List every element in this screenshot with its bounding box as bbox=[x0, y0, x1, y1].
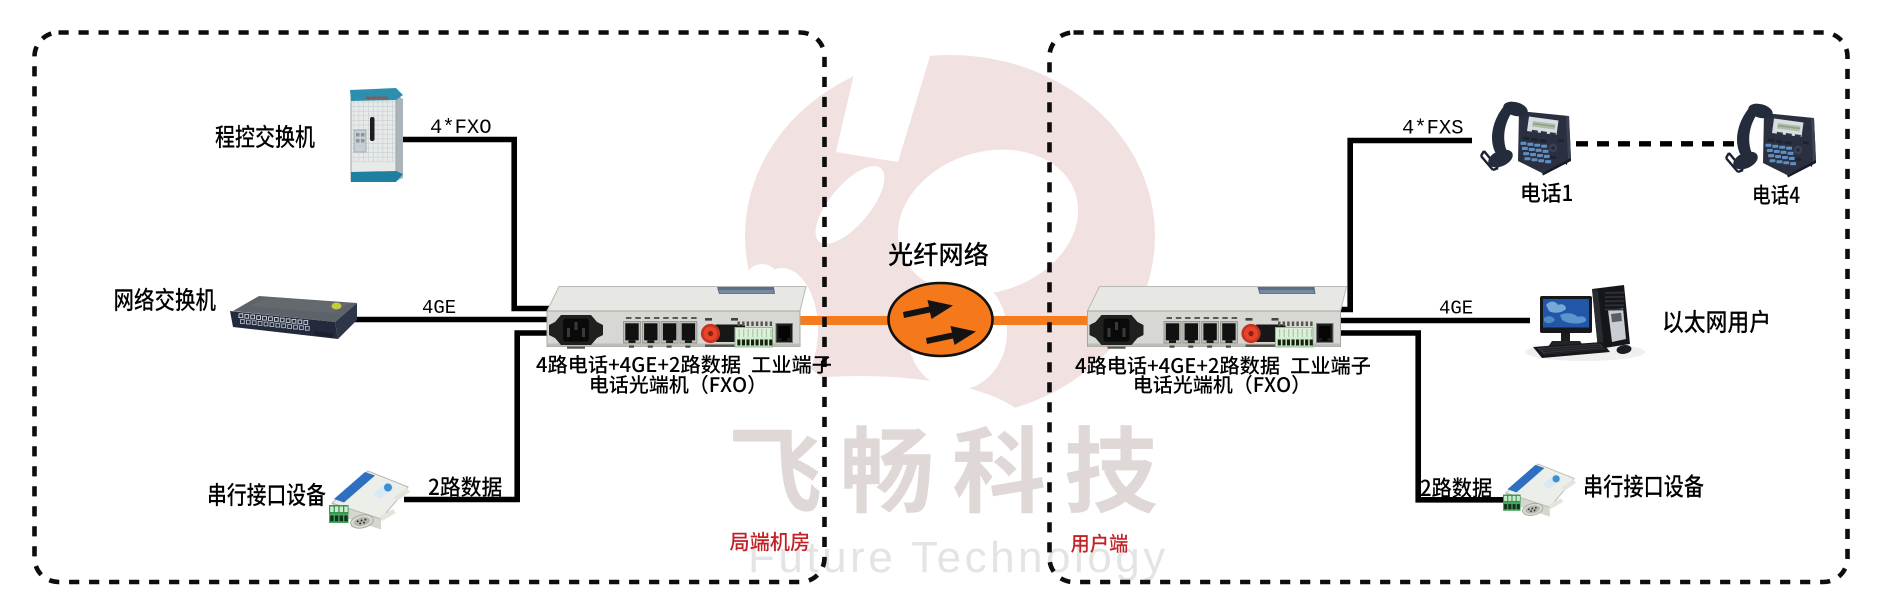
svg-text:4*FXS: 4*FXS bbox=[1402, 118, 1464, 141]
svg-text:4*FXO: 4*FXO bbox=[430, 117, 492, 140]
svg-text:Future Technology: Future Technology bbox=[748, 533, 1169, 582]
svg-text:4GE: 4GE bbox=[422, 297, 456, 319]
svg-text:4GE: 4GE bbox=[1439, 298, 1473, 320]
